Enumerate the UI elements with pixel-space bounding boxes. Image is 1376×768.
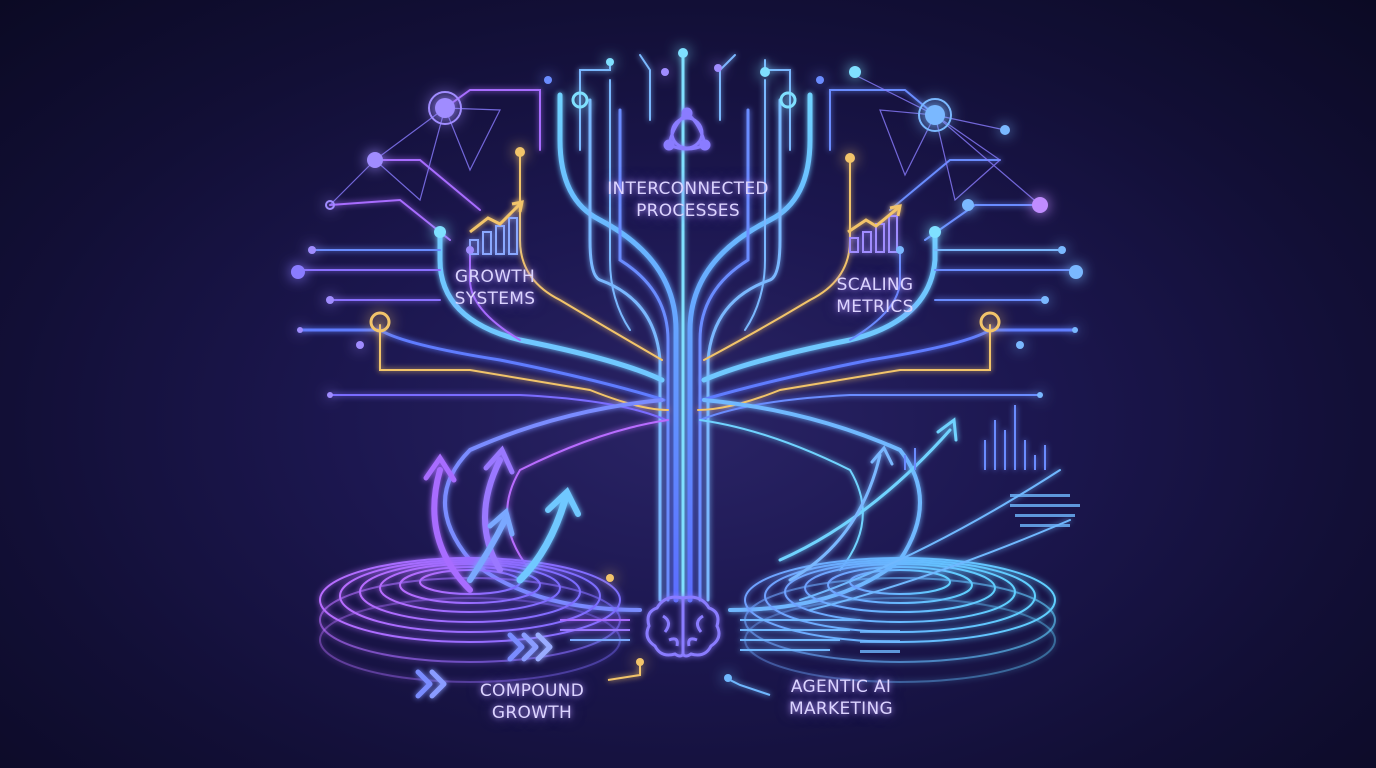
agentic-ai-marketing-label: AGENTIC AI MARKETING [778,676,904,720]
label-line: GROWTH [491,703,573,723]
data-dots [860,494,1080,653]
growth-systems-label: GROWTH SYSTEMS [450,266,540,310]
scaling-metrics-label: SCALING METRICS [830,274,920,318]
label-line: INTERCONNECTED [607,179,769,199]
circuit-nodes [291,48,1083,682]
label-line: SYSTEMS [454,289,536,309]
interconnected-processes-label: INTERCONNECTED PROCESSES [598,178,778,222]
chevrons-right-icon [415,632,553,699]
label-line: SCALING [836,275,914,295]
label-line: METRICS [836,297,914,317]
brain-icon [645,595,721,658]
network-hub-icon [663,107,711,151]
bar-chart-up-icon [469,200,524,255]
growth-arrow-icon [423,445,581,593]
tree-branches [298,53,1077,612]
label-line: COMPOUND [479,681,585,701]
label-line: MARKETING [789,699,893,719]
label-line: AGENTIC AI [790,677,892,697]
compound-growth-label: COMPOUND GROWTH [470,680,594,724]
data-bars [904,405,1046,470]
feed-lines [560,619,860,696]
bar-chart-up-icon [847,204,902,253]
growth-arrow-icon [778,417,1071,611]
label-line: GROWTH [454,267,536,287]
label-line: PROCESSES [636,201,740,221]
